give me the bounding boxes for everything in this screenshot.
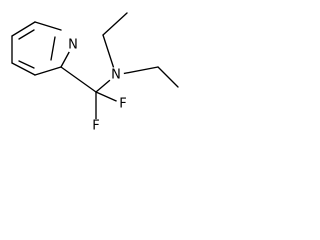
bond-left-ethyl-terminal [102, 12, 128, 36]
label-background-pyridine-nitrogen [65, 37, 81, 53]
label-background-fluorine-bottom [89, 119, 103, 133]
ring-double-bond-c3-c4-inner [18, 60, 35, 69]
ring-bond-c3-to-c4 [11, 62, 36, 76]
ring-bond-c6-to-n [34, 21, 62, 31]
ring-bond-c5-to-c6 [11, 21, 36, 37]
amine-nitrogen-label: N [111, 68, 121, 83]
fluorine-right-label: F [119, 97, 126, 112]
pyridine-nitrogen-label: N [68, 38, 78, 53]
ring-double-bond-c5-c6-inner [18, 29, 35, 40]
molecule-structure-diagram: N N F F [11, 12, 179, 134]
label-background-fluorine-right [116, 97, 130, 111]
bond-right-ethyl-terminal [157, 66, 179, 88]
bond-ring-to-cf2-carbon [60, 66, 97, 93]
ring-bond-c2-to-c3 [34, 66, 62, 76]
fluorine-bottom-label: F [92, 119, 99, 134]
ring-double-bond-n-c2-inner [50, 36, 56, 61]
label-background-amine-nitrogen [108, 67, 124, 83]
